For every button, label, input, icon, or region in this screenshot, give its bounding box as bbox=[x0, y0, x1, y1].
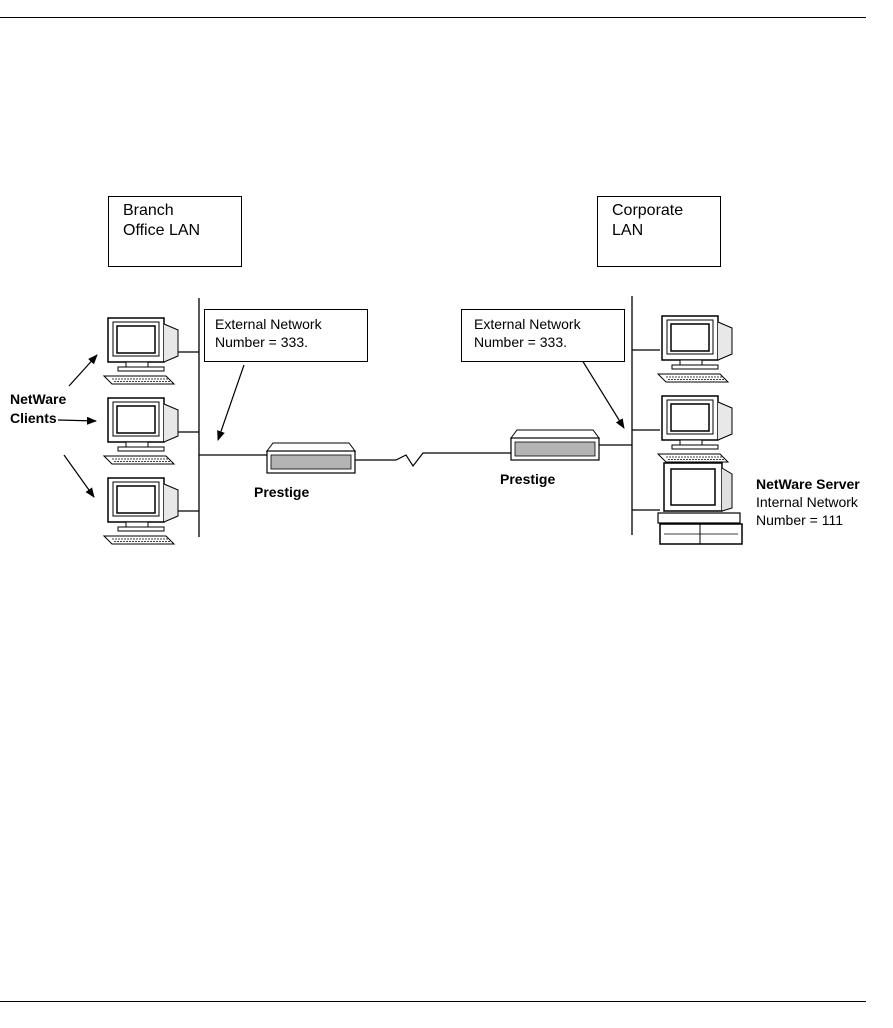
branch-lan-line2: Office LAN bbox=[123, 221, 241, 241]
corporate-lan-line2: LAN bbox=[612, 221, 720, 241]
computer-icon bbox=[658, 316, 732, 382]
router-left-label: Prestige bbox=[254, 484, 309, 500]
branch-lan-box: Branch Office LAN bbox=[108, 196, 242, 267]
router-right-label: Prestige bbox=[500, 471, 555, 487]
router-icon bbox=[511, 430, 599, 460]
computer-icon bbox=[104, 398, 178, 464]
wan-link bbox=[355, 453, 511, 466]
computer-icon bbox=[104, 318, 178, 384]
server-label-line1: Internal Network bbox=[756, 493, 860, 511]
branch-lan-line1: Branch bbox=[123, 201, 241, 221]
right-callout-line1: External Network bbox=[474, 315, 624, 333]
right-callout-box: External Network Number = 333. bbox=[461, 309, 625, 362]
clients-label-line1: NetWare bbox=[10, 390, 66, 409]
server-label: NetWare Server Internal Network Number =… bbox=[756, 475, 860, 529]
computer-icon bbox=[104, 478, 178, 544]
left-callout-box: External Network Number = 333. bbox=[204, 309, 368, 362]
clients-label: NetWare Clients bbox=[10, 390, 66, 428]
server-label-line2: Number = 111 bbox=[756, 511, 860, 529]
right-callout-line2: Number = 333. bbox=[474, 333, 624, 351]
router-icon bbox=[267, 443, 355, 473]
clients-label-line2: Clients bbox=[10, 409, 66, 428]
corporate-lan-line1: Corporate bbox=[612, 201, 720, 221]
server-label-title: NetWare Server bbox=[756, 475, 860, 493]
left-callout-line1: External Network bbox=[215, 315, 367, 333]
server-icon bbox=[658, 463, 742, 544]
left-callout-line2: Number = 333. bbox=[215, 333, 367, 351]
computer-icon bbox=[658, 396, 732, 462]
corporate-lan-box: Corporate LAN bbox=[597, 196, 721, 267]
